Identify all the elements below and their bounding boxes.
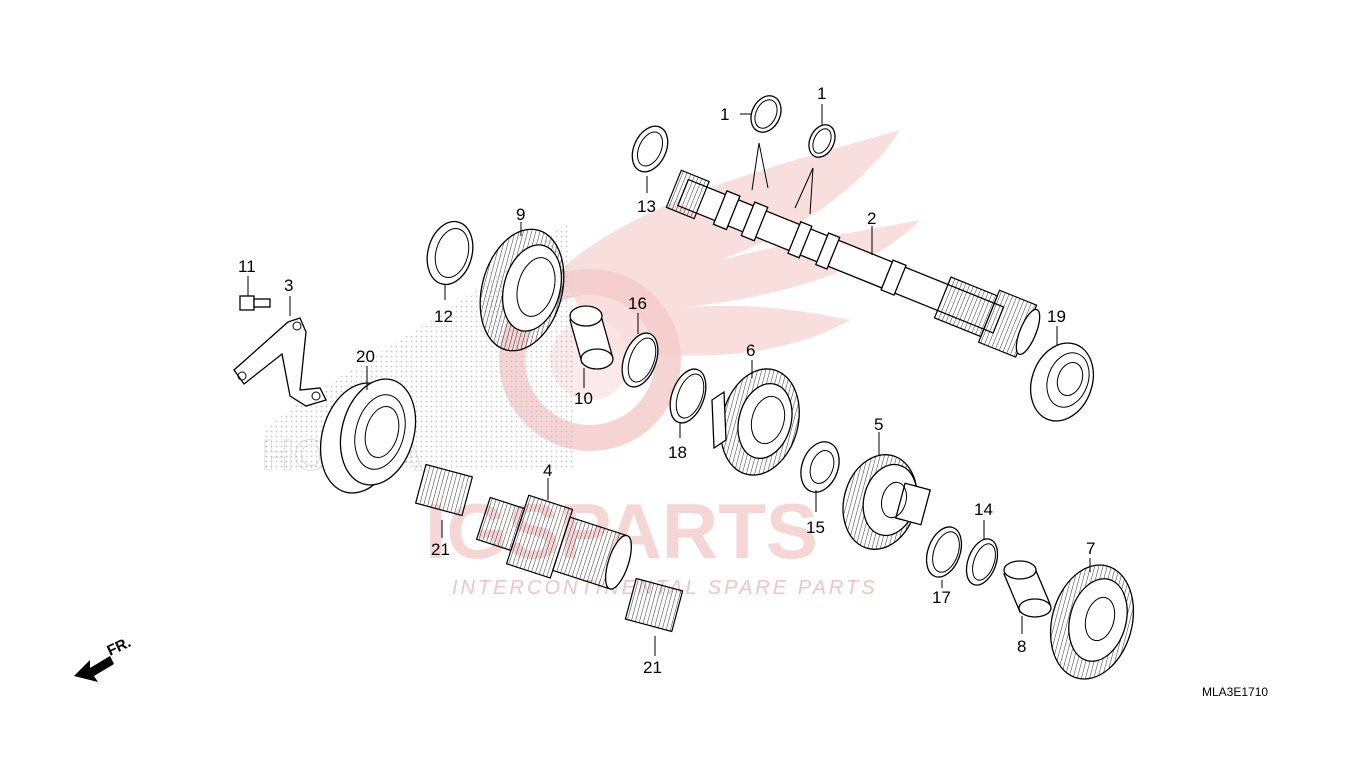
- gear-7[interactable]: [1038, 556, 1145, 689]
- bushing-10[interactable]: [569, 305, 614, 370]
- front-direction-indicator: FR.: [74, 634, 134, 682]
- bushing-8[interactable]: [1003, 560, 1052, 618]
- callout-7[interactable]: 7: [1086, 539, 1095, 558]
- circlip-16[interactable]: [615, 328, 664, 392]
- callout-3[interactable]: 3: [284, 276, 293, 295]
- callout-9[interactable]: 9: [516, 205, 525, 224]
- washer-18[interactable]: [663, 364, 712, 428]
- diagram-reference-code: MLA3E1710: [1202, 685, 1268, 699]
- callout-14[interactable]: 14: [974, 500, 993, 519]
- needle-bearing-21-upper[interactable]: [414, 463, 474, 517]
- callout-13[interactable]: 13: [637, 197, 656, 216]
- callout-4[interactable]: 4: [543, 461, 552, 480]
- main-shaft[interactable]: [663, 163, 1046, 361]
- callout-8[interactable]: 8: [1017, 637, 1026, 656]
- thrust-washer-14[interactable]: [961, 535, 1004, 590]
- callout-21a[interactable]: 21: [431, 540, 450, 559]
- callout-1a[interactable]: 1: [720, 105, 729, 124]
- callout-1b[interactable]: 1: [817, 84, 826, 103]
- counter-shaft-4[interactable]: [472, 484, 639, 599]
- needle-bearing-21-lower[interactable]: [624, 577, 684, 633]
- callout-21b[interactable]: 21: [643, 658, 662, 677]
- gear-5[interactable]: [833, 446, 932, 557]
- front-direction-label: FR.: [105, 634, 134, 660]
- callout-2[interactable]: 2: [867, 209, 876, 228]
- bearing-20[interactable]: [309, 371, 427, 502]
- callout-labels: 1 1 2 3 4 5 6 7 8 9 10 11 12 13 14 15 16…: [238, 84, 1095, 677]
- callout-12[interactable]: 12: [434, 307, 453, 326]
- gear-6[interactable]: [709, 360, 810, 484]
- setting-plate-3[interactable]: [233, 317, 327, 407]
- front-arrow-icon: [74, 656, 114, 682]
- callout-10[interactable]: 10: [574, 389, 593, 408]
- gear-9[interactable]: [467, 220, 576, 360]
- callout-19[interactable]: 19: [1047, 307, 1066, 326]
- bearing-19[interactable]: [1020, 334, 1104, 430]
- callout-18[interactable]: 18: [668, 443, 687, 462]
- thrust-washer-13[interactable]: [625, 120, 674, 177]
- washer-1-lower[interactable]: [804, 121, 840, 162]
- callout-20[interactable]: 20: [356, 347, 375, 366]
- callout-17[interactable]: 17: [932, 588, 951, 607]
- callout-16[interactable]: 16: [628, 294, 647, 313]
- washer-1-upper[interactable]: [745, 91, 786, 137]
- callout-11[interactable]: 11: [238, 257, 256, 276]
- circlip-17[interactable]: [920, 522, 968, 582]
- leader-lines: [247, 104, 1091, 656]
- callout-15[interactable]: 15: [806, 518, 825, 537]
- lock-washer-15[interactable]: [794, 436, 846, 497]
- bolt-11[interactable]: [239, 295, 271, 311]
- thrust-washer-12[interactable]: [420, 216, 479, 289]
- callout-6[interactable]: 6: [746, 341, 755, 360]
- callout-5[interactable]: 5: [874, 415, 883, 434]
